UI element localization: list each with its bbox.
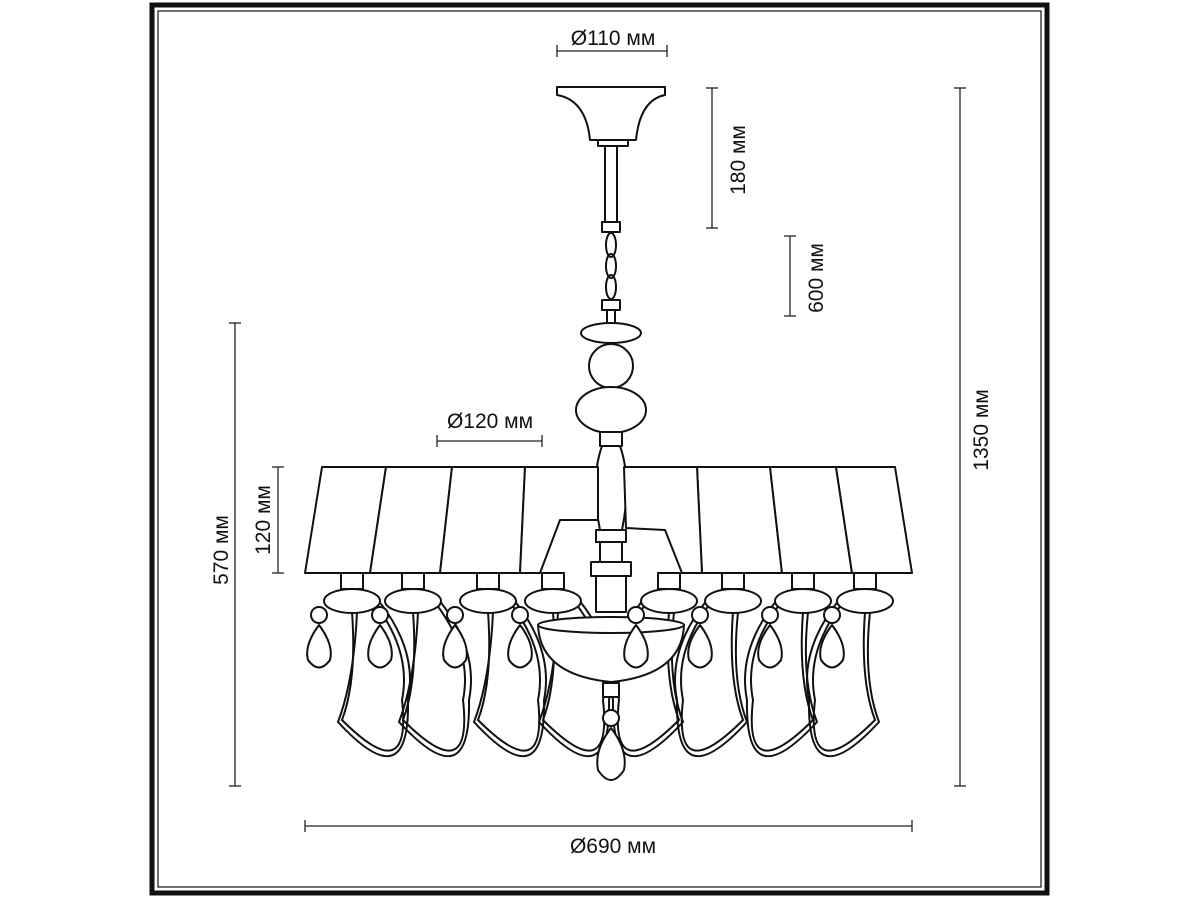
- candle-cup: [323, 588, 381, 614]
- lamp-arm: [336, 599, 411, 758]
- label-canopy-height: 180 мм: [727, 125, 750, 195]
- candle-socket: [657, 572, 681, 590]
- lamp-arm: [340, 599, 405, 752]
- rod: [604, 145, 618, 227]
- crystal-drop: [306, 624, 332, 669]
- crystal-drop: [367, 624, 393, 669]
- dim-overall-diameter: Ø690 мм: [304, 820, 913, 858]
- candle-socket: [541, 572, 565, 590]
- crystal-rosette: [691, 606, 709, 624]
- candle-socket: [853, 572, 877, 590]
- crystal-drop: [757, 624, 783, 669]
- candle-cup: [524, 588, 582, 614]
- lamp-shade: [439, 466, 526, 574]
- candle-socket: [401, 572, 425, 590]
- candle-cup: [836, 588, 894, 614]
- central-column: [575, 309, 647, 613]
- dim-canopy-diameter: Ø110 мм: [556, 27, 668, 57]
- crystal-drop: [687, 624, 713, 669]
- candle-socket: [340, 572, 364, 590]
- label-chain-length: 600 мм: [805, 243, 828, 313]
- lamp-arm: [674, 599, 749, 758]
- candle-socket: [476, 572, 500, 590]
- lamp-shade: [519, 466, 599, 574]
- frame-outer: [149, 2, 1050, 896]
- candle-cup: [640, 588, 698, 614]
- lamp-shade: [835, 466, 913, 574]
- label-total-height: 1350 мм: [970, 389, 993, 470]
- dim-shade-height: 120 мм: [252, 466, 284, 574]
- crystal-drop: [507, 624, 533, 669]
- crystal-rosette: [627, 606, 645, 624]
- lamp-shade: [696, 466, 783, 574]
- candle-cups: [306, 572, 894, 669]
- crystal-drop: [819, 624, 845, 669]
- candle-socket: [721, 572, 745, 590]
- candle-cup: [459, 588, 517, 614]
- frame-inner: [157, 10, 1042, 888]
- label-shade-diameter: Ø120 мм: [447, 410, 533, 433]
- label-shade-height: 120 мм: [252, 485, 275, 555]
- crystal-drop: [442, 624, 468, 669]
- lamp-arm: [472, 599, 547, 758]
- central-bowl: [537, 616, 685, 781]
- lamp-arm: [680, 599, 745, 752]
- crystal-rosette: [371, 606, 389, 624]
- label-body-height: 570 мм: [210, 515, 233, 585]
- lamp-shade: [623, 466, 703, 574]
- dim-canopy-height: 180 мм: [706, 87, 750, 229]
- candle-socket: [791, 572, 815, 590]
- crystal-drop: [623, 624, 649, 669]
- crystal-rosette: [511, 606, 529, 624]
- crystal-rosette: [823, 606, 841, 624]
- candle-cup: [774, 588, 832, 614]
- candle-cup: [704, 588, 762, 614]
- chain: [601, 221, 621, 311]
- crystal-rosette: [310, 606, 328, 624]
- label-overall-diameter: Ø690 мм: [570, 835, 656, 858]
- lamp-arm: [476, 599, 541, 752]
- lamp-arm: [806, 599, 881, 758]
- canopy: [556, 86, 666, 147]
- candle-cup: [384, 588, 442, 614]
- lamp-shades: [304, 466, 913, 574]
- lamp-arm: [750, 599, 815, 752]
- crystal-rosette: [761, 606, 779, 624]
- dim-total-height: 1350 мм: [954, 87, 993, 787]
- lamp-arm: [812, 599, 877, 752]
- dim-shade-diameter: Ø120 мм: [436, 410, 543, 447]
- dim-body-height: 570 мм: [210, 322, 241, 787]
- crystal-rosette: [446, 606, 464, 624]
- dim-chain-length: 600 мм: [784, 235, 828, 317]
- label-canopy-diameter: Ø110 мм: [571, 27, 656, 50]
